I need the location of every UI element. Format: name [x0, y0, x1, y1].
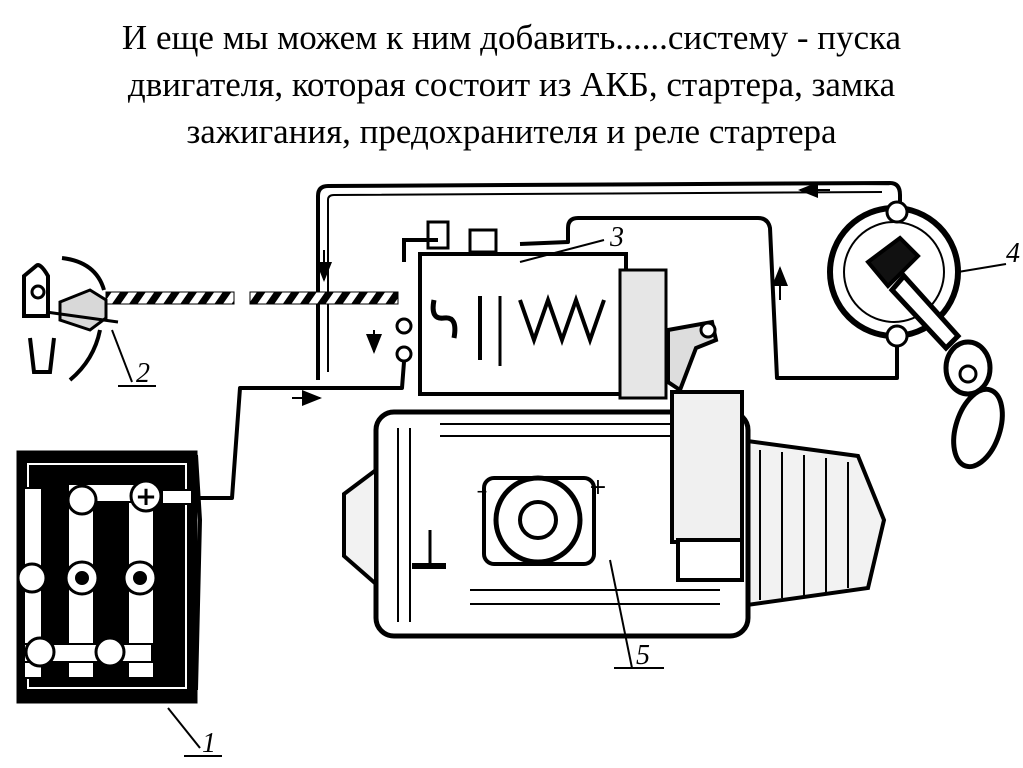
- wire-battery-positive: [186, 361, 406, 500]
- switch-cylinder: [865, 235, 921, 289]
- fuse-clip-lower: [28, 337, 56, 374]
- callout-starter: 5: [636, 640, 650, 671]
- starter-minus-mark: –: [477, 479, 488, 504]
- relay-lever: [666, 319, 719, 394]
- battery: [16, 450, 201, 749]
- hatched-link-right: [249, 291, 399, 305]
- relay-contacts: [430, 299, 458, 339]
- drive-housing-ribs: [759, 450, 849, 600]
- relay-terminal-right: [468, 228, 498, 254]
- fuse-arc-bottom: [68, 329, 102, 382]
- slide-title: И еще мы можем к ним добавить......систе…: [0, 14, 1023, 155]
- relay-screw-1: [395, 317, 413, 335]
- relay-mount: [618, 268, 668, 400]
- starter-drive-housing: [738, 437, 887, 609]
- starter-motor: [342, 390, 887, 669]
- switch-leader: [957, 263, 1007, 273]
- callout-relay: 3: [609, 222, 624, 253]
- battery-terminal-1: [66, 484, 98, 516]
- relay-leader: [519, 239, 605, 263]
- relay-screw-2: [395, 345, 413, 363]
- starter-armature-inner: [518, 500, 558, 540]
- battery-plug-2-core: [75, 571, 89, 585]
- callout-fuse-leader: [111, 329, 133, 383]
- fuse-strip: [45, 310, 119, 324]
- battery-plus-mark: +: [135, 482, 157, 512]
- callout-labels: 1 2 3 4 5 + – +: [111, 222, 1020, 759]
- key-ring: [951, 386, 1005, 470]
- starter-end-cap: [342, 466, 378, 589]
- callout-fuse: 2: [136, 358, 150, 389]
- battery-plug-1: [16, 562, 48, 594]
- starter-relay: [395, 220, 719, 400]
- relay-terminal-left: [426, 220, 450, 250]
- starting-system-diagram: 1 2 3 4 5 + – +: [16, 181, 1020, 759]
- starter-solenoid-mount: [670, 390, 744, 544]
- wire-relay-to-switch-top: [316, 181, 902, 380]
- wire-relay-to-switch-top-inner: [327, 191, 883, 372]
- starter-plus-mark: +: [589, 475, 607, 500]
- ignition-key-hole: [958, 364, 978, 384]
- title-line-3: зажигания, предохранителя и реле стартер…: [186, 112, 837, 151]
- battery-cable-clamp: [161, 489, 193, 505]
- battery-plug-3-core: [133, 571, 147, 585]
- battery-terminal-bottom-2: [94, 636, 126, 668]
- hatched-link-left: [105, 291, 235, 305]
- fuse: [22, 256, 119, 382]
- battery-leader: [167, 707, 201, 749]
- relay-lever-pin: [699, 321, 717, 339]
- switch-top-terminal: [885, 200, 909, 224]
- fuse-arc-top: [61, 256, 106, 291]
- battery-terminal-bottom-1: [24, 636, 56, 668]
- starter-leader: [609, 559, 633, 669]
- ignition-key-shaft: [888, 272, 962, 352]
- hatched-link: [105, 291, 399, 305]
- fuse-bracket-hole: [30, 284, 46, 300]
- wire-switch-to-relay-lower: [519, 216, 899, 380]
- callout-battery: 1: [202, 728, 216, 759]
- callout-ignition-switch: 4: [1006, 238, 1020, 269]
- starter-foot: [676, 538, 744, 582]
- fuse-body: [58, 288, 108, 332]
- title-line-2: двигателя, которая состоит из АКБ, старт…: [127, 65, 896, 104]
- switch-bottom-terminal: [885, 324, 909, 348]
- relay-coil: [518, 293, 606, 347]
- relay-terminal-bracket: [402, 238, 438, 262]
- ignition-switch: [827, 200, 1007, 470]
- title-line-1: И еще мы можем к ним добавить......систе…: [121, 18, 902, 57]
